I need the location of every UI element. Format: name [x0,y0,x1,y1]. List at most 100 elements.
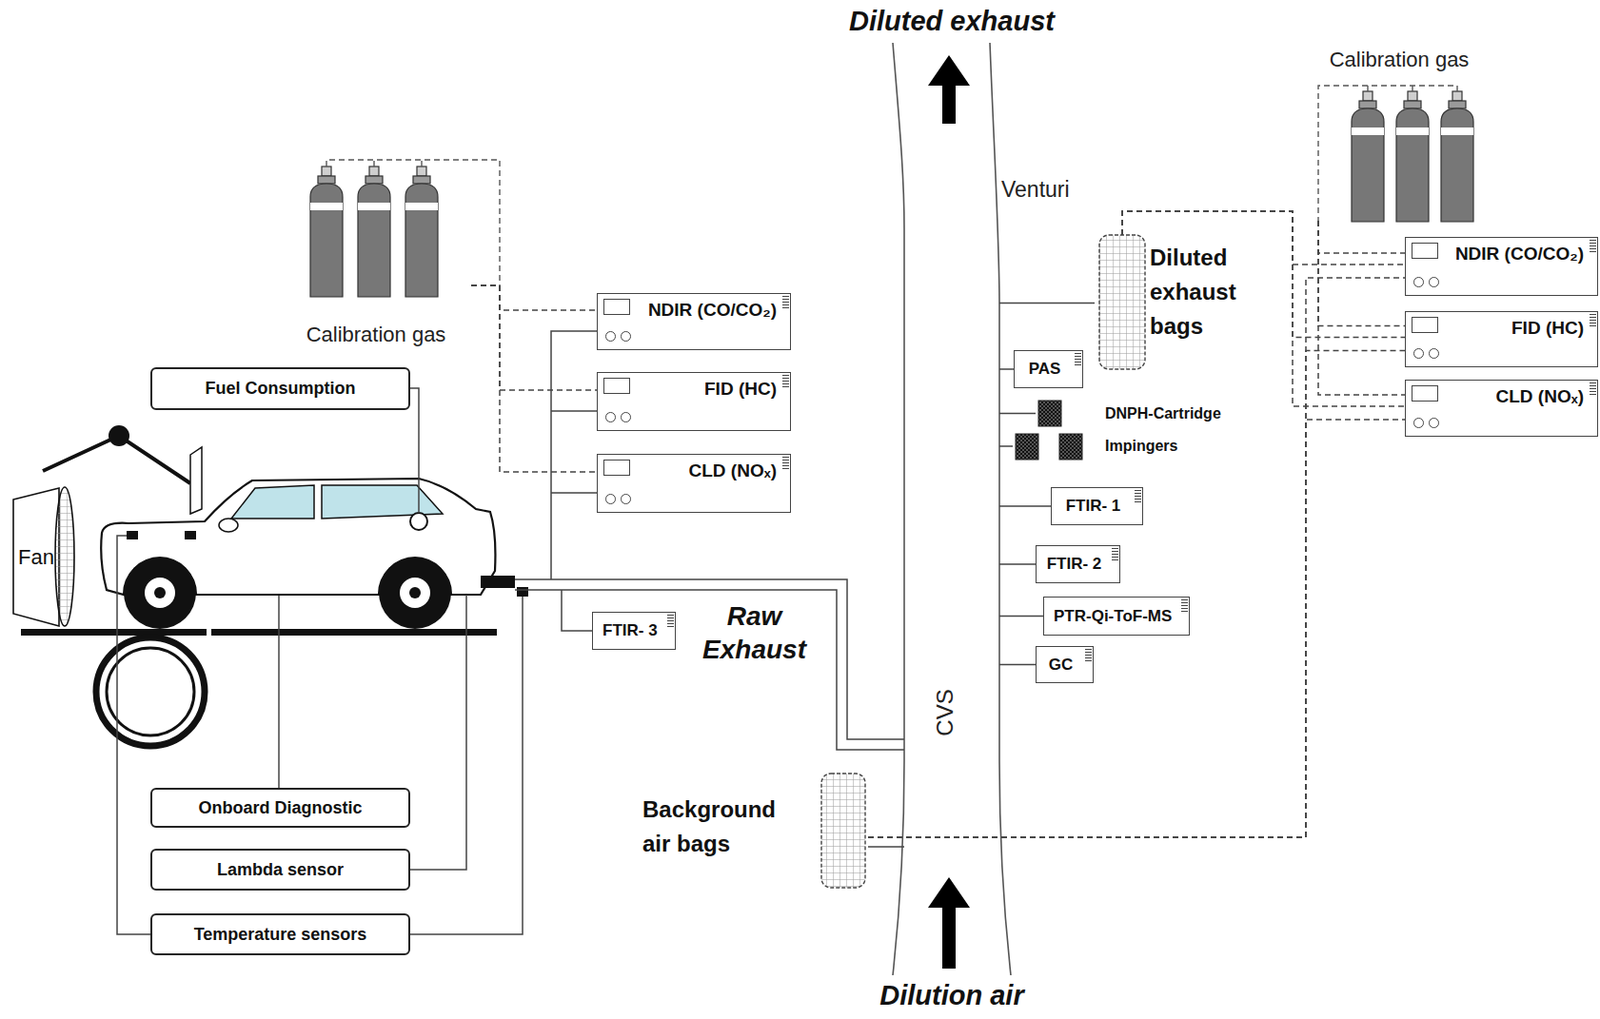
knob [1428,348,1440,359]
display-window [603,459,631,476]
vent-tab [1111,547,1119,561]
flow-arrow [928,55,970,124]
sampler-cartridge: Impingers [1012,433,1199,460]
node-text: Fan [18,545,55,571]
knob [620,412,632,423]
analyzer-box: FID (HC) [596,372,791,432]
vent-tab [1589,381,1597,396]
knob [1428,417,1440,429]
gas-line [1318,220,1405,327]
node-text: Calibration gas [1329,47,1470,73]
knob [605,331,616,342]
display-window [603,298,631,316]
flow-arrow [928,877,970,969]
node-text: PAS [1028,359,1062,379]
label-slot: Raw Exhaust [690,599,819,667]
node-text: DNPH-Cartridge [1105,405,1222,423]
vent-tab [782,295,790,309]
instrument-box: PAS [1013,350,1084,389]
sample-bag: Diluted exhaust bags [1094,235,1266,372]
gas-line [471,285,597,311]
node-text: CVS [931,689,959,736]
display-window [1411,385,1439,402]
gas-cylinders [310,91,1474,297]
sample-bag: Background air bags [639,773,869,889]
gas-line [471,285,597,473]
vent-tab [667,613,674,628]
node-text: CLD (NOₓ) [1496,386,1584,408]
sample-line [999,413,1036,415]
node-text: Impingers [1105,437,1178,455]
instrument-box: FTIR- 3 [592,612,676,651]
display-window [1411,316,1439,334]
sample-line [999,563,1036,566]
sample-lines [514,331,905,751]
analyzer-box: NDIR (CO/CO₂) [1404,237,1599,297]
gas-line [1318,220,1405,254]
display-window [1411,242,1439,259]
sampling-cartridges [1015,400,1083,460]
gas-line [868,419,1405,838]
display-window [603,377,631,395]
sensor-box: Lambda sensor [150,849,411,891]
vent-tab [782,374,790,388]
gas-line [1318,220,1405,396]
instrument-box: PTR-Qi-ToF-MS [1043,596,1190,636]
node-text: FID (HC) [1511,317,1584,339]
calibration-gas: Calibration gas [1299,47,1500,221]
calibration-gas: Calibration gas [280,152,472,348]
node-text: GC [1048,655,1074,675]
knob [605,412,616,423]
vent-tab [782,455,790,470]
sample-line [999,505,1051,508]
node-text: NDIR (CO/CO₂) [1455,243,1584,265]
analyzer-box: CLD (NOₓ) [1404,379,1599,437]
sample-line [999,664,1036,667]
node-text: Background air bags [642,792,795,862]
gas-line [471,285,597,391]
label-slot: Dilution air [879,980,1024,1012]
sampler-cartridge: DNPH-Cartridge [1035,400,1231,427]
knob [1413,276,1424,288]
sample-line [999,615,1044,618]
vent-tab [1589,238,1597,253]
knob [1428,276,1440,288]
diagram-label: Dilution air [879,980,1024,1012]
vehicle [13,425,529,747]
gas-line [868,277,1405,838]
sample-line [999,302,1095,305]
gas-line [1122,211,1405,407]
cvs-tunnel: CVS [890,42,1000,976]
node-text: CLD (NOₓ) [689,460,777,482]
analyzer-box: CLD (NOₓ) [596,454,791,514]
sensor-box: Onboard Diagnostic [150,788,411,829]
node-text: FTIR- 1 [1066,496,1122,516]
diagram-label: Raw Exhaust [690,599,819,667]
gas-lines [326,85,1458,286]
vent-tab [1074,352,1082,366]
node-text: Onboard Diagnostic [197,798,362,819]
cvs-tunnel-walls [892,42,1011,976]
vent-tab [1589,313,1597,327]
instrument-box: FTIR- 2 [1035,545,1121,584]
node-text: NDIR (CO/CO₂) [648,299,777,321]
fan-unit: Fan [12,487,60,628]
node-text: PTR-Qi-ToF-MS [1053,607,1172,627]
node-text: Lambda sensor [217,860,344,881]
node-text: Calibration gas [306,322,447,348]
node-text: Fuel Consumption [205,378,356,399]
knob [620,493,632,505]
knob [1413,417,1424,429]
node-text: Diluted exhaust bags [1149,240,1266,344]
node-text: FID (HC) [704,378,777,400]
sample-bags [821,235,1146,889]
node-text: FTIR- 2 [1046,554,1103,574]
vent-tab [1181,598,1188,613]
vent-tab [1134,489,1142,503]
leader-lines [117,388,523,935]
knob [1413,348,1424,359]
diagram-label: Diluted exhaust [849,5,1055,38]
knob [605,493,616,505]
